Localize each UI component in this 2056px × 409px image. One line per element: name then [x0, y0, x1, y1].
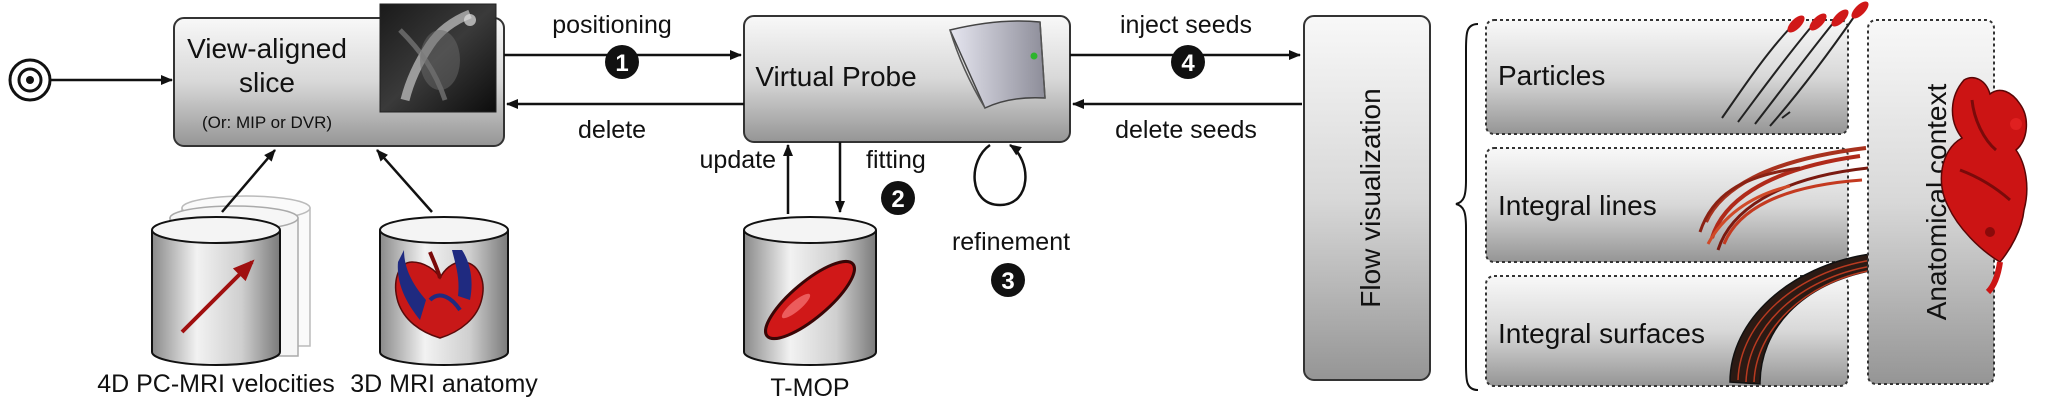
- integral-surfaces-title: Integral surfaces: [1498, 318, 1705, 349]
- inject-seeds-label: inject seeds: [1120, 11, 1252, 39]
- ellipse-icon: [764, 259, 856, 341]
- tmop-label: T-MOP: [770, 374, 849, 402]
- refinement-label: refinement: [952, 228, 1070, 256]
- velocities-edge: [221, 149, 276, 213]
- velocities-label: 4D PC-MRI velocities: [97, 370, 335, 398]
- probe-box: Virtual Probe: [743, 15, 1071, 143]
- slice-box: View-aligned slice (Or: MIP or DVR): [173, 3, 505, 147]
- velocity-arrow-icon: [180, 259, 255, 334]
- slice-subtitle: (Or: MIP or DVR): [202, 113, 332, 132]
- svg-text:3: 3: [1001, 268, 1014, 295]
- heart-icon: [394, 250, 484, 339]
- anatomy-edge: [376, 149, 433, 213]
- svg-text:2: 2: [891, 186, 904, 213]
- refinement-loop: [973, 143, 1027, 207]
- flow-box: Flow visualization: [1303, 15, 1431, 381]
- svg-text:4: 4: [1181, 50, 1195, 77]
- integral-lines-icon: [1698, 146, 1869, 251]
- brace: [1455, 23, 1479, 391]
- slice-title-line1: View-aligned: [187, 33, 347, 64]
- integral-lines-title: Integral lines: [1498, 190, 1657, 221]
- tmop-data-source: [743, 216, 877, 366]
- positioning-label: positioning: [552, 11, 672, 39]
- step-3-badge: 3: [991, 263, 1025, 297]
- integral-surfaces-icon: [1729, 253, 1875, 385]
- update-label: update: [700, 146, 776, 174]
- fitting-label: fitting: [866, 146, 926, 174]
- probe-title: Virtual Probe: [755, 61, 916, 92]
- integral-surfaces-box: Integral surfaces: [1485, 253, 1875, 387]
- anatomy-data-source: [379, 216, 509, 366]
- anatomical-context-box: Anatomical context: [1867, 19, 2028, 385]
- step-1-badge: 1: [605, 45, 639, 79]
- anatomy-label: 3D MRI anatomy: [350, 370, 538, 398]
- mri-slice-image: [379, 3, 497, 113]
- svg-text:1: 1: [615, 50, 628, 77]
- velocities-data-source: [151, 195, 311, 366]
- start-node: [8, 58, 52, 102]
- step-2-badge: 2: [881, 181, 915, 215]
- anatomical-heart-icon: [1940, 76, 2028, 295]
- particles-title: Particles: [1498, 60, 1605, 91]
- particles-icon: [1721, 1, 1869, 127]
- probe-shape-icon: [948, 20, 1046, 110]
- slice-title-line2: slice: [239, 67, 295, 98]
- delete-label: delete: [578, 116, 646, 144]
- delete-seeds-label: delete seeds: [1115, 116, 1257, 144]
- flow-title: Flow visualization: [1355, 88, 1386, 307]
- integral-lines-box: Integral lines: [1485, 146, 1869, 263]
- step-4-badge: 4: [1171, 45, 1205, 79]
- particles-box: Particles: [1485, 1, 1869, 135]
